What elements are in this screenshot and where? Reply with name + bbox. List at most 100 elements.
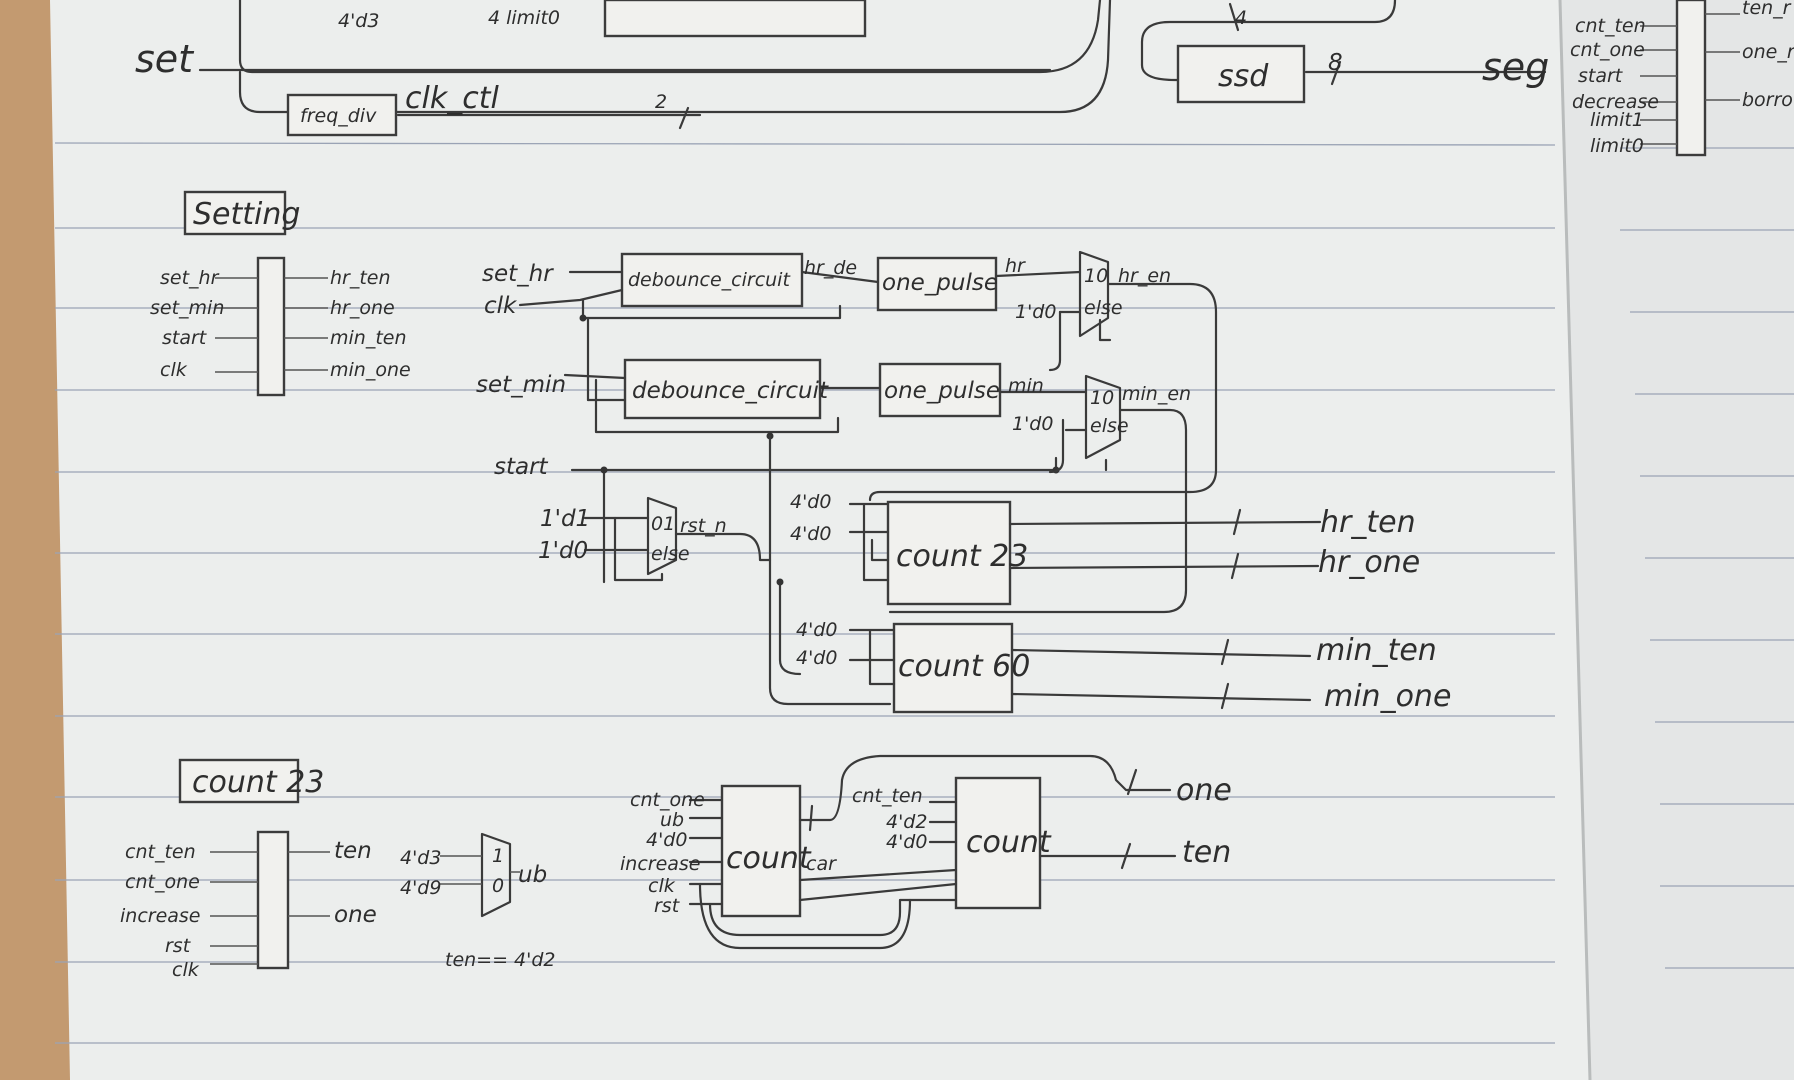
setting-out-hr-one: hr_one bbox=[330, 297, 395, 319]
top-section: set 4'd3 4 limit0 freq_div clk_ctl 2 4 s… bbox=[135, 0, 1549, 137]
c60-4d0-b: 4'd0 bbox=[796, 647, 837, 669]
count23-title: count 23 bbox=[192, 765, 324, 800]
count23-section: count 23 cnt_ten cnt_one increase rst cl… bbox=[120, 754, 1232, 981]
out-min-one: min_one bbox=[1324, 679, 1451, 714]
mux-hr-10: 10 bbox=[1084, 265, 1108, 287]
set-hr-input: set_hr bbox=[482, 261, 554, 287]
right-page-fragment: cnt_ten cnt_one start decrease limit1 li… bbox=[1570, 0, 1794, 157]
c2-in-cnt-ten: cnt_ten bbox=[852, 785, 923, 807]
one-pulse-hr-label: one_pulse bbox=[882, 270, 998, 296]
setting-in-set-min: set_min bbox=[150, 297, 224, 319]
bus-8-label: 8 bbox=[1328, 50, 1343, 76]
c1-in-clk: clk bbox=[648, 875, 676, 897]
setting-out-hr-ten: hr_ten bbox=[330, 267, 391, 289]
bus-4-label: 4 bbox=[1235, 7, 1247, 29]
count60-block bbox=[892, 622, 1014, 714]
hr-en-label: hr_en bbox=[1118, 265, 1171, 287]
count-one-block bbox=[720, 784, 802, 918]
ub-mux-in-b: 4'd9 bbox=[400, 877, 441, 899]
clk-input: clk bbox=[484, 293, 518, 319]
count23-out-one: one bbox=[1176, 773, 1232, 808]
setting-in-clk: clk bbox=[160, 359, 188, 381]
c1-in-rst: rst bbox=[654, 895, 681, 917]
c23-out-one: one bbox=[334, 902, 377, 928]
rp-cnt-one: cnt_one bbox=[1570, 39, 1645, 61]
min-label: min bbox=[1008, 375, 1044, 397]
c23-out-ten: ten bbox=[334, 838, 372, 864]
setting-out-min-one: min_one bbox=[330, 359, 411, 381]
hr-label: hr bbox=[1005, 255, 1026, 277]
mux-rst-01: 01 bbox=[651, 513, 675, 535]
debounce-min-label: debounce_circuit bbox=[632, 378, 829, 404]
c1-in-cnt-one: cnt_one bbox=[630, 789, 705, 811]
c23-in-clk: clk bbox=[172, 959, 200, 981]
min-1d0-label: 1'd0 bbox=[1012, 413, 1053, 435]
setting-section: Setting set_hr set_min start clk hr_ten … bbox=[150, 190, 1451, 714]
debounce-hr-label: debounce_circuit bbox=[628, 269, 791, 291]
count23-label: count 23 bbox=[896, 539, 1028, 574]
rst-n-label: rst_n bbox=[680, 515, 727, 537]
count60-label: count 60 bbox=[898, 649, 1030, 684]
rst-1d0-label: 1'd0 bbox=[538, 538, 588, 564]
count-one-label: count bbox=[726, 841, 812, 876]
out-hr-ten: hr_ten bbox=[1320, 505, 1416, 540]
setting-in-set-hr: set_hr bbox=[160, 267, 220, 289]
c2-in-4d2: 4'd2 bbox=[886, 811, 927, 833]
top-4d3-label: 4'd3 bbox=[338, 10, 379, 32]
debounce-circuit-hr bbox=[620, 252, 804, 308]
one-pulse-hr bbox=[876, 256, 998, 312]
mux-hr-en bbox=[1078, 250, 1110, 338]
setting-in-start: start bbox=[162, 327, 208, 349]
ub-mux-0: 0 bbox=[492, 875, 504, 897]
mux-rst-n bbox=[646, 496, 678, 576]
car-label: car bbox=[806, 853, 837, 875]
rp-limit1: limit1 bbox=[1590, 109, 1644, 131]
rst-1d1-label: 1'd1 bbox=[540, 506, 590, 532]
c23-in-cnt-one: cnt_one bbox=[125, 871, 200, 893]
c1-in-increase: increase bbox=[620, 853, 701, 875]
freq-div-label: freq_div bbox=[300, 105, 377, 127]
one-pulse-min bbox=[878, 362, 1002, 418]
count-ten-block bbox=[954, 776, 1042, 910]
setting-block-symbol bbox=[256, 256, 286, 397]
bus-2-label: 2 bbox=[655, 91, 667, 113]
one-pulse-min-label: one_pulse bbox=[884, 378, 1000, 404]
c23-in-cnt-ten: cnt_ten bbox=[125, 841, 196, 863]
count23-block-symbol bbox=[256, 830, 290, 970]
c60-4d0-a: 4'd0 bbox=[796, 619, 837, 641]
mux-hr-else: else bbox=[1084, 297, 1123, 319]
debounce-circuit-min bbox=[623, 358, 822, 420]
c1-in-4d0: 4'd0 bbox=[646, 829, 687, 851]
seg-label: seg bbox=[1482, 45, 1549, 89]
ssd-block bbox=[1176, 44, 1306, 104]
min-en-label: min_en bbox=[1122, 383, 1191, 405]
count23-title-box bbox=[178, 758, 300, 804]
out-hr-one: hr_one bbox=[1318, 545, 1420, 580]
freq-div-block bbox=[286, 93, 398, 137]
setting-title-box bbox=[183, 190, 287, 236]
rp-decrease: decrease bbox=[1572, 91, 1659, 113]
rp-ten-r: ten_r bbox=[1742, 0, 1792, 19]
setting-title: Setting bbox=[193, 197, 300, 232]
rp-cnt-ten: cnt_ten bbox=[1575, 15, 1646, 37]
rp-borrow: borrow bbox=[1742, 89, 1794, 111]
c23-4d0-b: 4'd0 bbox=[790, 523, 831, 545]
c23-in-rst: rst bbox=[165, 935, 192, 957]
right-page bbox=[1560, 0, 1794, 1080]
out-min-ten: min_ten bbox=[1316, 633, 1437, 668]
count23-out-ten: ten bbox=[1182, 835, 1231, 870]
c1-in-ub: ub bbox=[660, 809, 684, 831]
start-input: start bbox=[494, 454, 549, 480]
hr-1d0-label: 1'd0 bbox=[1015, 301, 1056, 323]
ub-label: ub bbox=[518, 862, 547, 888]
rp-one-r: one_r bbox=[1742, 41, 1794, 63]
ub-mux-1: 1 bbox=[492, 845, 504, 867]
ruled-lines bbox=[54, 142, 1794, 1044]
c2-in-4d0: 4'd0 bbox=[886, 831, 927, 853]
mux-rst-else: else bbox=[651, 543, 690, 565]
page-fold bbox=[1558, 0, 1592, 1080]
setting-out-min-ten: min_ten bbox=[330, 327, 407, 349]
mux-min-else: else bbox=[1090, 415, 1129, 437]
rp-start: start bbox=[1578, 65, 1624, 87]
